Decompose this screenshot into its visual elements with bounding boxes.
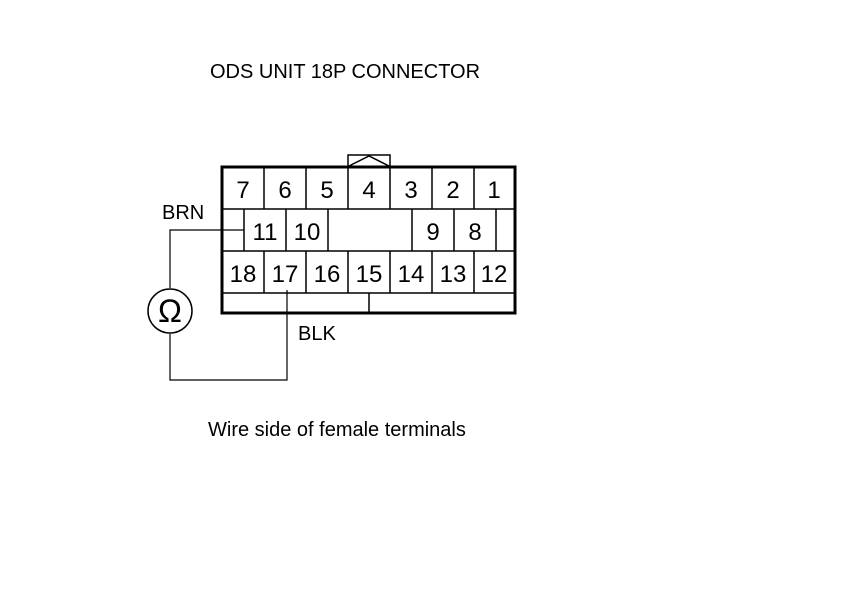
ohm-symbol: Ω bbox=[158, 293, 182, 329]
pin-16: 16 bbox=[314, 261, 341, 288]
pin-4: 4 bbox=[362, 177, 375, 204]
brn-wire-label: BRN bbox=[162, 202, 204, 224]
diagram-caption: Wire side of female terminals bbox=[208, 419, 466, 441]
blk-wire-label: BLK bbox=[298, 323, 336, 345]
pin-17: 17 bbox=[272, 261, 299, 288]
pin-14: 14 bbox=[398, 261, 425, 288]
pin-10: 10 bbox=[294, 219, 321, 246]
connector-cell-grid bbox=[222, 167, 515, 313]
pin-8: 8 bbox=[468, 219, 481, 246]
diagram-title: ODS UNIT 18P CONNECTOR bbox=[210, 61, 480, 83]
pin-15: 15 bbox=[356, 261, 383, 288]
pin-row-1: 7 6 5 4 3 2 1 bbox=[236, 177, 500, 204]
pin-1: 1 bbox=[487, 177, 500, 204]
pin-2: 2 bbox=[446, 177, 459, 204]
pin-18: 18 bbox=[230, 261, 257, 288]
brn-probe-wire bbox=[169, 229, 244, 288]
connector-latch bbox=[347, 154, 391, 168]
pin-3: 3 bbox=[404, 177, 417, 204]
pin-9: 9 bbox=[426, 219, 439, 246]
pin-7: 7 bbox=[236, 177, 249, 204]
pin-12: 12 bbox=[481, 261, 508, 288]
blk-probe-wire bbox=[169, 290, 288, 381]
pin-6: 6 bbox=[278, 177, 291, 204]
pin-13: 13 bbox=[440, 261, 467, 288]
pin-11: 11 bbox=[253, 219, 278, 246]
ohmmeter-icon: Ω bbox=[147, 288, 193, 334]
pin-row-3: 18 17 16 15 14 13 12 bbox=[230, 261, 508, 288]
pin-row-2: 11 10 9 8 bbox=[253, 219, 482, 246]
pin-5: 5 bbox=[320, 177, 333, 204]
